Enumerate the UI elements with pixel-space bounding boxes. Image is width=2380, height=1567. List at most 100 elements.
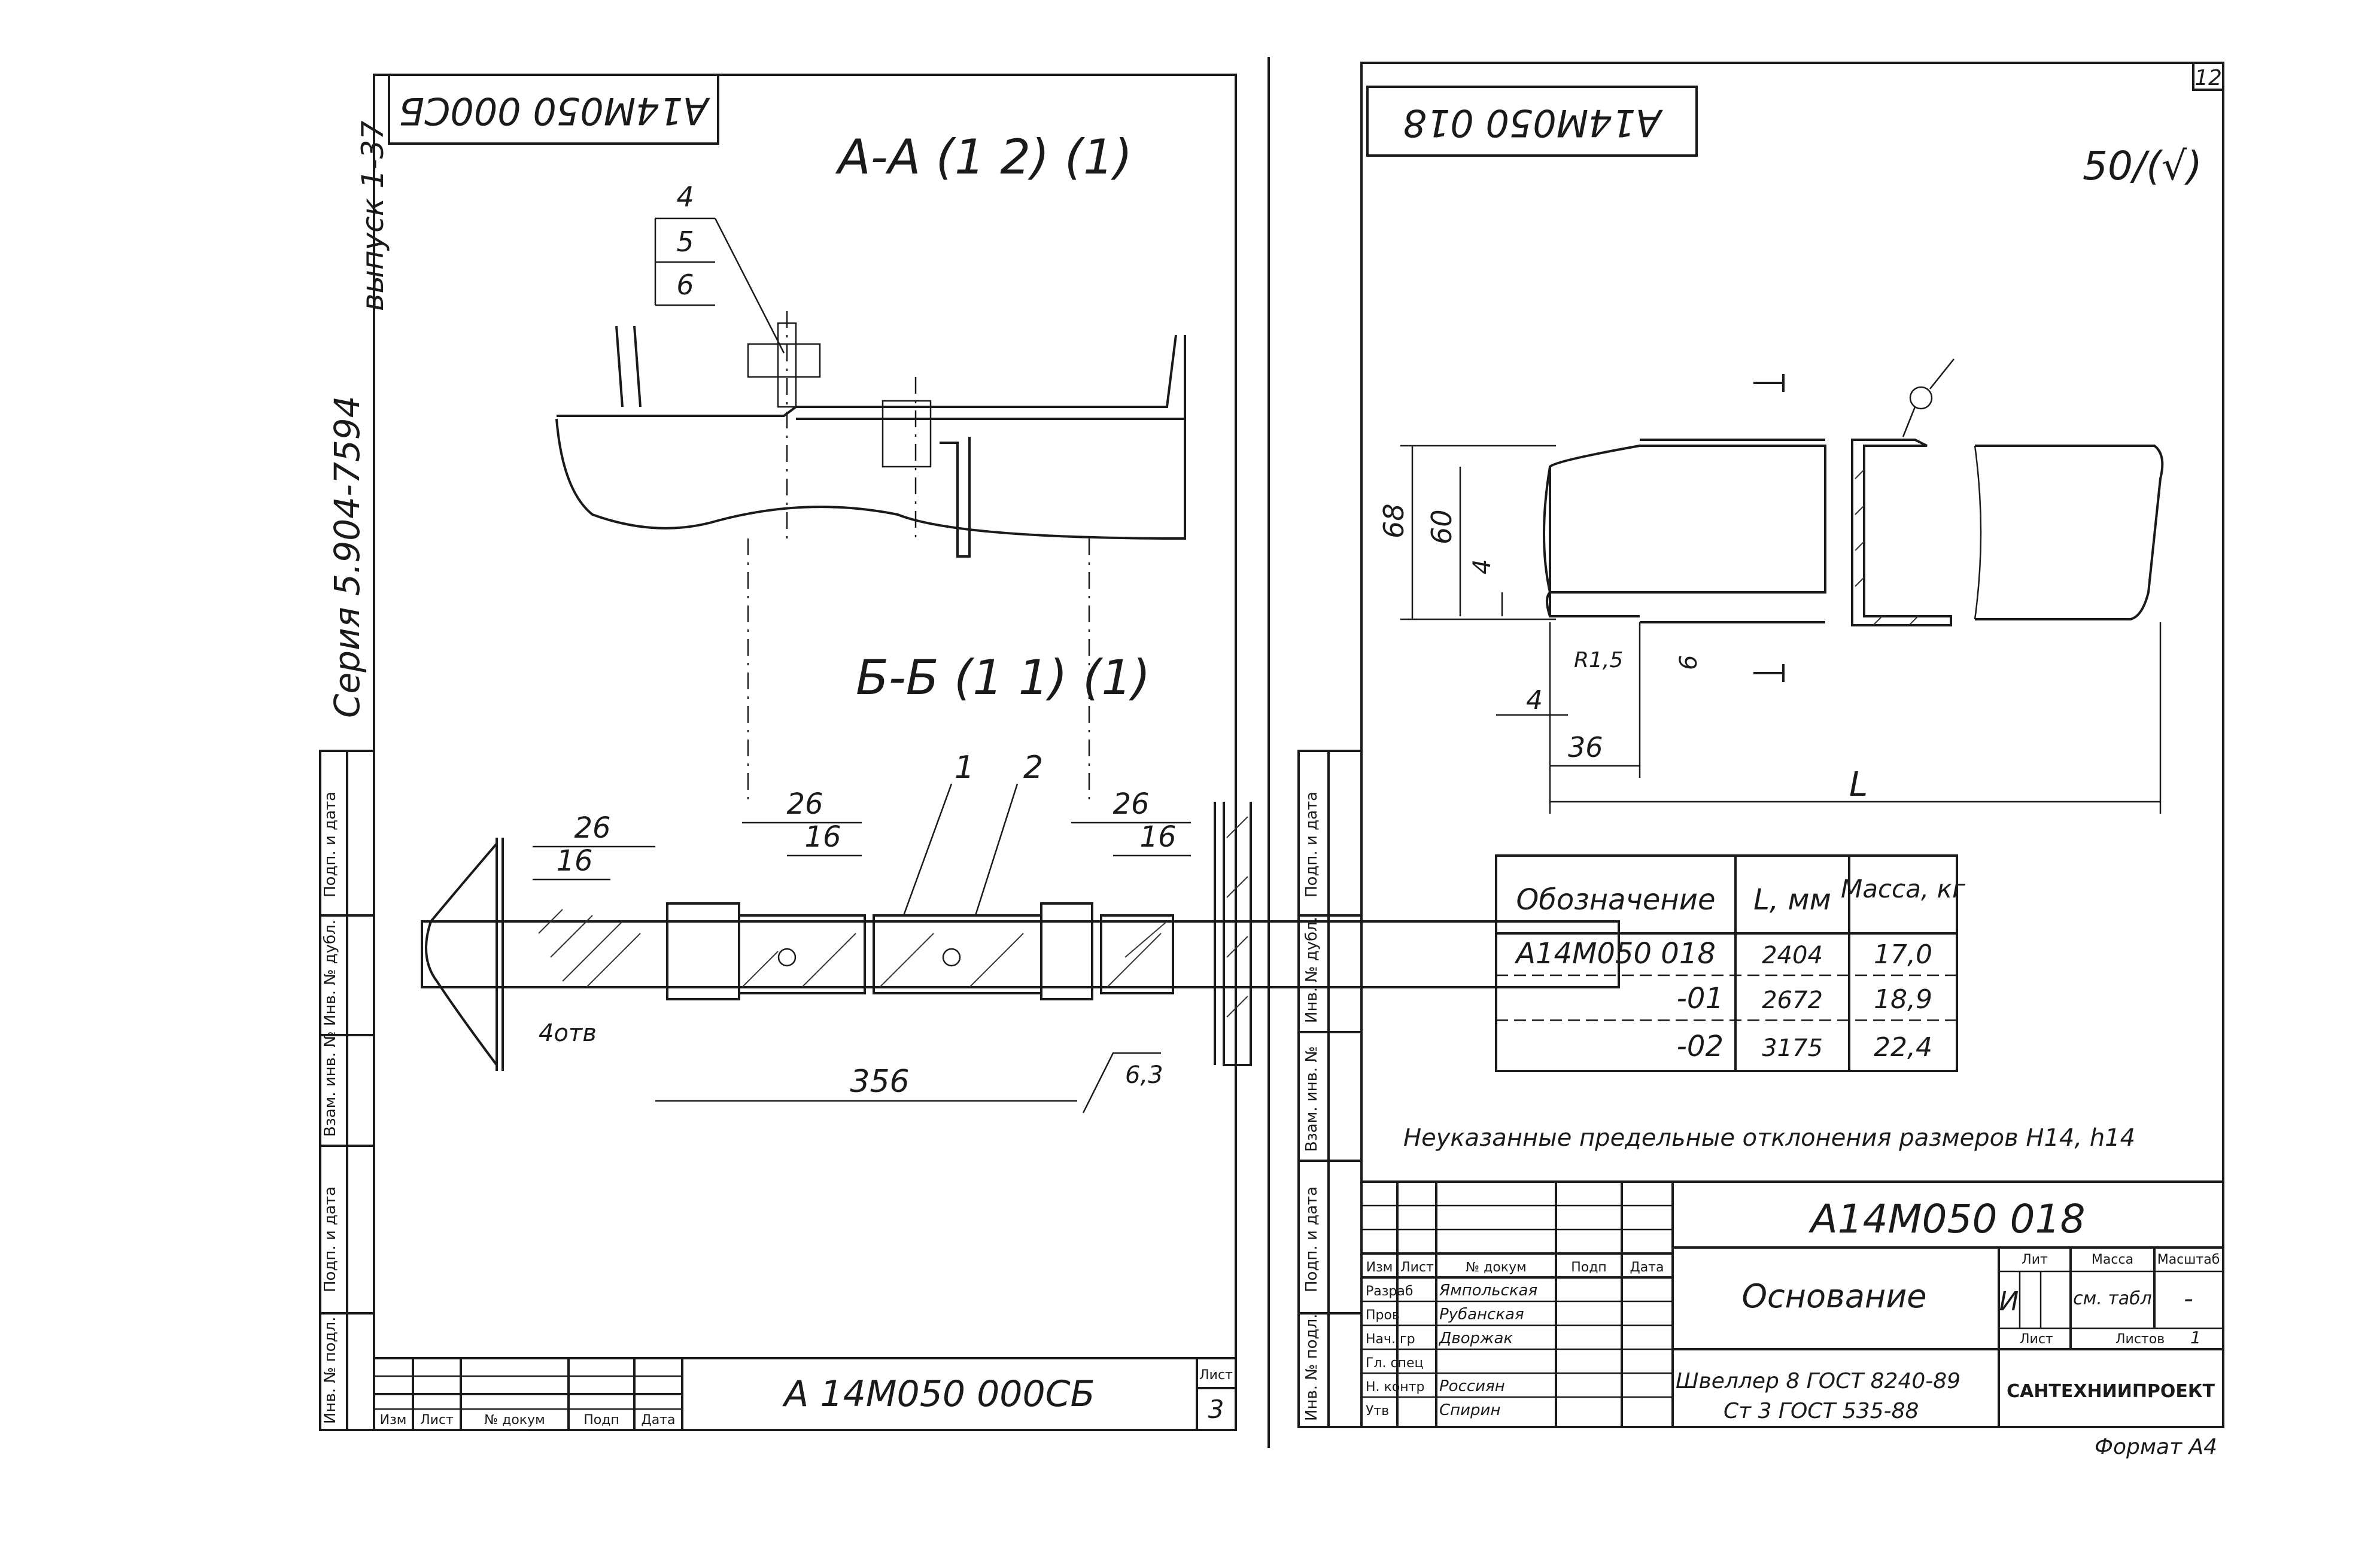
callout-6: 6 — [676, 269, 694, 301]
part-2: 2 — [1023, 750, 1043, 786]
dim-r15: R1,5 — [1574, 648, 1623, 673]
right-sheet: 12 А14М050 018 50/(√) — [1297, 62, 2224, 1459]
left-side-columns: Подп. и дата Инв. № дубл. Взам. инв. № П… — [319, 750, 375, 1431]
page-number: 12 — [2194, 66, 2222, 90]
person-nach-gr: Дворжак — [1439, 1329, 1513, 1347]
sheets-value: 1 — [2190, 1328, 2201, 1347]
tolerance-note: Неуказанные предельные отклонения размер… — [1403, 1124, 2135, 1152]
right-col-vzam: Взам. инв. № — [1303, 1046, 1321, 1152]
roughness-symbol: 50/(√) — [2083, 143, 2202, 189]
dim-68: 68 — [1378, 503, 1410, 538]
role-gl-spec: Гл. спец — [1366, 1356, 1423, 1371]
dim-26-right: 26 — [1113, 787, 1149, 821]
left-frame — [373, 74, 1237, 1431]
left-tb-data: Дата — [642, 1413, 676, 1428]
role-nach-gr: Нач. гр — [1366, 1332, 1415, 1347]
dim-26-left: 26 — [574, 811, 610, 845]
left-sheet: А14М050 000СБ Серия 5.904-7594 выпуск 1-… — [319, 74, 1620, 1431]
left-tb-izm: Изм — [380, 1413, 407, 1428]
scale-label: Масштаб — [2157, 1252, 2220, 1267]
right-tb-list: Лист — [1400, 1260, 1434, 1275]
channel-dimensions: 68 60 4 R1,5 6 4 36 L — [1378, 445, 2162, 814]
left-col-dubl: Инв. № дубл. — [321, 920, 339, 1026]
callout-table: 4 5 6 — [654, 181, 785, 354]
sheets-label: Листов — [2115, 1332, 2165, 1347]
role-n-kontr: Н. контр — [1366, 1380, 1424, 1395]
right-header-box — [1366, 86, 1698, 157]
person-n-kontr: Россиян — [1439, 1377, 1505, 1395]
table-row-1-designation: -01 — [1677, 982, 1724, 1015]
right-tb-name: Основание — [1741, 1277, 1926, 1315]
section-aa-geometry — [555, 311, 1186, 802]
length-mass-table: Обозначение L, мм Масса, кг А14М050 018 … — [1495, 854, 1966, 1072]
material-line-2: Ст 3 ГОСТ 535-88 — [1724, 1399, 1919, 1423]
table-row-1-mass: 18,9 — [1874, 984, 1932, 1015]
roughness-mark: 6,3 — [1125, 1061, 1163, 1089]
left-tb-list: Лист — [420, 1413, 454, 1428]
right-tb-dokum: № докум — [1466, 1260, 1526, 1275]
left-col-podl: Инв. № подл. — [321, 1317, 339, 1424]
sheet-label: Лист — [2020, 1332, 2053, 1347]
dim-16-mid: 16 — [804, 820, 841, 854]
callout-5: 5 — [676, 226, 694, 258]
scale-value: - — [2184, 1283, 2193, 1314]
left-title-block: Изм Лист № докум Подп Дата А 14М050 000С… — [373, 1357, 1237, 1431]
dim-26-mid: 26 — [786, 787, 823, 821]
mass-value: см. табл — [2073, 1288, 2152, 1309]
right-header-code: А14М050 018 — [1403, 101, 1663, 145]
left-tb-podp: Подп — [583, 1413, 619, 1428]
left-tb-sheet-no: 3 — [1208, 1395, 1224, 1424]
dim-36: 36 — [1568, 731, 1603, 763]
section-bb-title: Б-Б (1 1) (1) — [856, 650, 1150, 705]
table-head-length: L, мм — [1753, 883, 1831, 917]
dim-356: 356 — [850, 1064, 909, 1100]
lit-value: И — [1999, 1286, 2019, 1317]
right-col-sign-2: Подп. и дата — [1303, 1186, 1321, 1292]
page-number-box — [2192, 62, 2224, 91]
left-col-sign-2: Подп. и дата — [321, 1186, 339, 1292]
person-prov: Рубанская — [1439, 1306, 1524, 1323]
mass-label: Масса — [2092, 1252, 2133, 1267]
table-row-2-length: 3175 — [1762, 1034, 1823, 1062]
format-label: Формат А4 — [2095, 1435, 2217, 1459]
left-tb-sheet-label: Лист — [1199, 1368, 1233, 1383]
right-title-block: Изм Лист № докум Подп Дата Разраб Пров Н… — [1360, 1180, 2224, 1428]
right-col-podl: Инв. № подл. — [1303, 1314, 1321, 1421]
table-row-2-designation: -02 — [1677, 1030, 1724, 1063]
table-row-0-designation: А14М050 018 — [1514, 937, 1716, 970]
role-razrab: Разраб — [1366, 1284, 1413, 1299]
section-bb-geometry — [421, 802, 1620, 1071]
left-col-vzam: Взам. инв. № — [321, 1031, 339, 1137]
dim-6: 6 — [1675, 655, 1703, 670]
person-utv: Спирин — [1439, 1401, 1500, 1419]
section-aa-title: А-А (1 2) (1) — [835, 129, 1132, 185]
role-utv: Утв — [1366, 1404, 1389, 1419]
role-prov: Пров — [1366, 1308, 1400, 1323]
org-name: САНТЕХНИИПРОЕКТ — [2007, 1381, 2215, 1402]
right-col-dubl: Инв. № дубл. — [1303, 917, 1321, 1023]
right-side-columns: Подп. и дата Инв. № дубл. Взам. инв. № П… — [1297, 750, 1363, 1428]
table-row-0-length: 2404 — [1762, 942, 1823, 969]
table-head-designation: Обозначение — [1516, 883, 1715, 917]
dim-60: 60 — [1425, 509, 1458, 544]
left-tb-dokum: № докум — [484, 1413, 545, 1428]
dim-16-right: 16 — [1139, 820, 1176, 854]
left-header-box — [388, 74, 719, 145]
holes-note: 4отв — [539, 1020, 597, 1047]
right-tb-code: А14М050 018 — [1808, 1196, 2085, 1242]
channel-part-drawing — [1543, 358, 2164, 682]
right-tb-podp: Подп — [1571, 1260, 1607, 1275]
dim-L: L — [1849, 765, 1868, 804]
table-row-2-mass: 22,4 — [1874, 1032, 1932, 1063]
material-line-1: Швеллер 8 ГОСТ 8240-89 — [1676, 1369, 1960, 1393]
callout-4: 4 — [676, 181, 694, 213]
dim-4-vert: 4 — [1469, 559, 1496, 574]
left-col-sign-1: Подп. и дата — [321, 792, 339, 897]
right-frame — [1360, 62, 2224, 1428]
issue-label: выпуск 1-37 — [355, 121, 390, 311]
lit-label: Лит — [2022, 1252, 2048, 1267]
series-label: Серия 5.904-7594 — [327, 395, 367, 718]
right-col-sign-1: Подп. и дата — [1303, 792, 1321, 897]
person-razrab: Ямпольская — [1439, 1282, 1537, 1300]
